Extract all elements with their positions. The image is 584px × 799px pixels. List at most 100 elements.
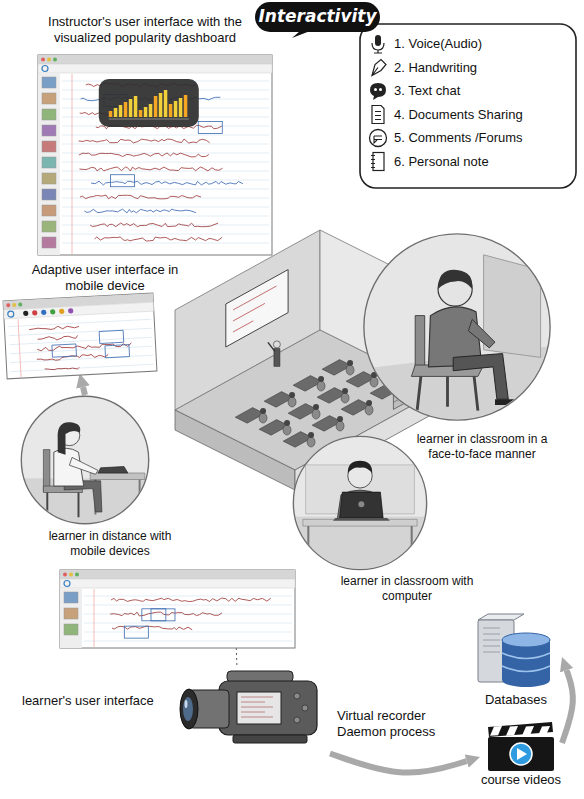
screenshot-window: learner's user interface (60, 570, 295, 648)
pen-color (59, 309, 64, 314)
clapper-stick (488, 722, 553, 737)
chat-quote (379, 88, 382, 91)
sidebar (38, 73, 60, 255)
screenshot-window: Instructor's user interface with the vis… (38, 55, 272, 255)
dashboard-axis (109, 119, 189, 120)
paper-rule (62, 153, 269, 154)
dotted-link (236, 648, 238, 668)
comment-icon (370, 130, 387, 147)
pen-color (68, 308, 73, 313)
paper-rule (10, 355, 153, 362)
screen-frame (60, 570, 295, 648)
legend-row: 6. Personal note (394, 154, 489, 170)
label-box: course videos (468, 772, 574, 788)
pen-color (41, 310, 46, 315)
paper-rule (84, 641, 292, 642)
learner-circle: learner in classroom with computer (292, 435, 428, 571)
handwritten-box (151, 609, 175, 621)
chair-legs (47, 493, 78, 518)
screen-line (241, 712, 265, 713)
circle-scene (292, 435, 428, 571)
board-writing (233, 286, 277, 310)
legend-text: 5. Comments /Forums (394, 130, 523, 146)
legend-text: 2. Handwriting (394, 60, 477, 76)
window-button (12, 303, 16, 307)
popularity-bar (149, 104, 153, 117)
student-body (317, 381, 325, 391)
student-body (365, 405, 373, 415)
handwriting (79, 167, 222, 171)
legend-icon (372, 106, 384, 124)
camera-button (294, 693, 300, 699)
popularity-bar (124, 102, 128, 117)
label-box: Virtual recorder Daemon process (337, 708, 452, 741)
paper-margin (18, 319, 21, 377)
window-button (63, 573, 67, 577)
play-triangle (517, 748, 527, 760)
handwriting (37, 354, 109, 362)
screen-line (241, 707, 273, 708)
paper-margin (72, 74, 73, 254)
legend-row: 5. Comments /Forums (394, 130, 523, 146)
camera-body (219, 681, 317, 735)
window-button (18, 302, 22, 306)
video-icon: course videos (480, 722, 562, 792)
popularity-bar (174, 101, 178, 117)
student-body (307, 437, 315, 447)
circle-scene (362, 232, 552, 422)
hair (58, 422, 81, 455)
label-box: learner's user interface (22, 693, 172, 709)
student-head (308, 432, 314, 438)
student-body (341, 393, 349, 403)
flip-screen (237, 692, 281, 724)
student-head (289, 392, 295, 398)
handwriting (79, 153, 209, 157)
screenshot-window: Adaptive user interface in mobile device (5, 297, 155, 375)
legend-border (360, 24, 576, 188)
badge-tail (292, 31, 310, 38)
handwritten-box (105, 345, 130, 358)
window-button (69, 573, 73, 577)
handwriting (84, 209, 195, 213)
node-illustration (175, 668, 330, 763)
chat-icon (370, 83, 386, 100)
popularity-bar (169, 104, 173, 117)
window-button (53, 58, 57, 62)
handwritten-box (111, 175, 135, 187)
paper-rule (62, 162, 269, 163)
screen-frame (3, 293, 157, 379)
legend-row: 3. Text chat (394, 83, 460, 99)
document-icon (372, 106, 384, 124)
slide-thumbnail (42, 141, 56, 152)
slide-thumbnail (42, 109, 56, 120)
student-body (370, 377, 378, 387)
student-head (284, 420, 290, 426)
slide-thumbnail (64, 624, 78, 635)
student-head (342, 388, 348, 394)
front-left-slab (175, 410, 295, 490)
student-head (313, 404, 319, 410)
slide-thumbnail (42, 205, 56, 216)
student-body (312, 409, 320, 419)
board-writing (233, 321, 253, 332)
label-box: learner in classroom with computer (322, 574, 492, 604)
node-illustration (38, 55, 272, 255)
handwriting (90, 223, 218, 227)
legend-icon (372, 35, 384, 53)
popularity-bar (159, 93, 163, 117)
app-logo (42, 66, 48, 72)
app-logo (64, 581, 70, 587)
node-label: Instructor's user interface with the vis… (30, 14, 260, 47)
camera-button (294, 717, 300, 723)
legend-icon (371, 153, 384, 171)
student-body (259, 413, 267, 423)
app-logo (8, 311, 14, 317)
notebook-spiral (371, 156, 375, 168)
flow-arrow (562, 670, 573, 743)
circle-scale (20, 395, 150, 525)
title-box: Interactivity (255, 6, 380, 26)
clapper-body (488, 737, 554, 771)
legend-text: 4. Documents Sharing (394, 107, 523, 123)
handwriting (80, 195, 201, 199)
popularity-bar (184, 95, 188, 117)
